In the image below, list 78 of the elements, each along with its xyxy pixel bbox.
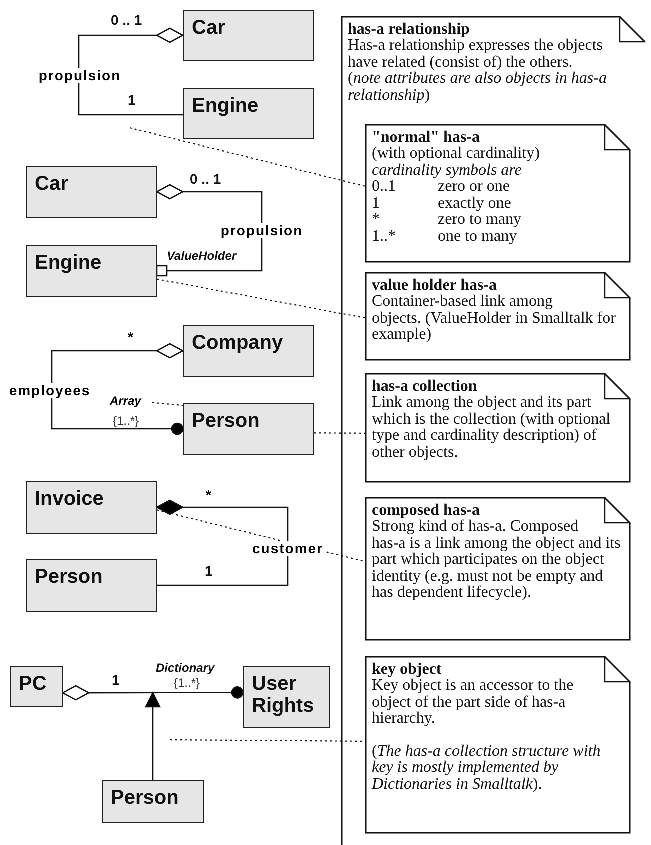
class-box [183, 10, 314, 61]
class-name: Invoice [35, 488, 104, 510]
note-text: (note attributes are also objects in has-a relationship) [348, 71, 608, 104]
note-text: (with optional cardinality) [372, 146, 541, 163]
note-heading: composed has-a [372, 503, 482, 520]
class-name: Company [192, 332, 284, 354]
class-name: User Rights [252, 673, 316, 717]
cardinality-symbol: 1..* [372, 228, 397, 246]
class-name: Car [192, 17, 226, 39]
leader-line [130, 127, 366, 188]
note-text: Strong kind of has-a. Composed has-a is a link among the object and its part which participates on the object identity (e.g. must not be empty and has dependent lifecycle). [372, 519, 622, 602]
class-name: Engine [192, 95, 259, 117]
qualifier-label: Array [110, 394, 152, 408]
cardinality-symbol: 1 [372, 196, 381, 212]
leader-line [170, 739, 366, 742]
note-text: Container-based link among objects. (ValueHolder in Smalltalk for example) [372, 294, 617, 344]
association-line [156, 184, 263, 277]
edge-label: propulsion [220, 223, 304, 239]
association-line [156, 500, 289, 586]
arrow [145, 692, 161, 780]
multiplicity-label: 1 [112, 672, 120, 688]
edge-label: employees [8, 383, 92, 399]
note-text: Link among the object and its part which is the collection (with optional type and cardinality description) of other objects. [372, 395, 612, 462]
uml-note [366, 273, 630, 360]
class-box [10, 666, 63, 707]
class-name: Person [111, 787, 179, 809]
multiplicity-label: 1 [128, 92, 136, 108]
cardinality-meaning: zero or one [438, 179, 511, 196]
note-text: cardinality symbols are [372, 162, 523, 180]
note-text: Has-a relationship expresses the objects have related (consist of) the others. [348, 38, 604, 72]
class-box [183, 403, 314, 455]
class-name: Engine [35, 252, 102, 274]
uml-note [342, 17, 645, 845]
cardinality-meaning: zero to many [438, 212, 523, 229]
uml-note [366, 374, 630, 482]
cardinality-symbol: * [372, 212, 381, 229]
multiplicity-label: 1 [205, 563, 213, 579]
edge-label: propulsion [38, 68, 122, 84]
class-box [243, 666, 330, 728]
uml-note [366, 657, 630, 833]
note-text: Key object is an accessor to the object of the part side of has-a hierarchy. [372, 678, 575, 728]
uml-note [366, 125, 630, 262]
note-text: (The has-a collection structure with key is mostly implemented by Dictionaries in Smalltalk). [372, 744, 602, 794]
class-name: Person [192, 410, 260, 432]
note-heading: key object [372, 662, 443, 678]
leader-line [152, 402, 184, 406]
cardinality-meaning: one to many [438, 228, 518, 246]
class-box [26, 559, 157, 612]
class-box [183, 88, 314, 139]
multiplicity-label: * [206, 487, 212, 503]
note-heading: has-a collection [372, 379, 478, 396]
constraint-label: {1..*} [174, 676, 200, 690]
multiplicity-label: * [128, 329, 134, 345]
association-line [78, 28, 184, 116]
leader-line [156, 278, 366, 319]
leader-line [314, 432, 366, 434]
class-name: Person [35, 566, 103, 588]
edge-label: customer [251, 541, 325, 557]
association-line [62, 685, 244, 701]
class-box [26, 166, 157, 218]
class-box [102, 780, 204, 823]
constraint-label: {1..*} [113, 414, 140, 428]
multiplicity-label: 0 .. 1 [111, 12, 142, 28]
uml-note [366, 498, 630, 640]
qualifier-label: Dictionary [156, 661, 215, 675]
note-heading: has-a relationship [348, 22, 471, 38]
qualifier-label: ValueHolder [167, 249, 237, 263]
class-box [26, 245, 157, 297]
class-name: Car [35, 173, 68, 195]
association-line [51, 343, 184, 436]
class-box [26, 481, 157, 534]
note-heading: value holder has-a [372, 278, 498, 294]
cardinality-symbol: 0..1 [372, 179, 396, 196]
class-name: PC [19, 673, 47, 695]
note-heading: "normal" has-a [372, 130, 481, 146]
multiplicity-label: 0 .. 1 [190, 171, 222, 187]
class-box [183, 325, 314, 377]
cardinality-meaning: exactly one [438, 196, 512, 212]
